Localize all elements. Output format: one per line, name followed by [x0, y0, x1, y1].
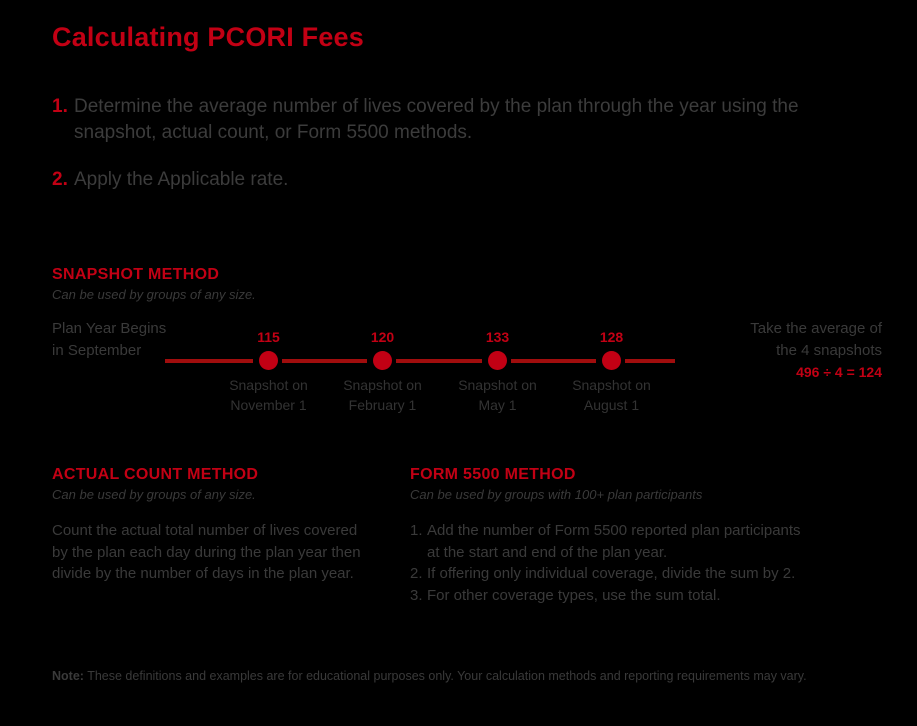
- timeline-average-callout: Take the average of the 4 snapshots 496 …: [682, 318, 882, 380]
- timeline-node-label-line2: November 1: [230, 397, 307, 413]
- timeline-node-label-line2: February 1: [348, 397, 417, 413]
- list-item-number: 3.: [410, 586, 423, 604]
- timeline-node: 133 Snapshot on May 1: [458, 329, 537, 413]
- timeline-track: 115 Snapshot on November 1 120 Snapshot …: [165, 329, 675, 413]
- timeline-node-value: 120: [370, 329, 395, 345]
- timeline-segment: [625, 359, 675, 363]
- list-item: 1. Determine the average number of lives…: [52, 94, 842, 146]
- average-instruction: Take the average of the 4 snapshots: [682, 318, 882, 362]
- snapshot-method-header: SNAPSHOT METHOD Can be used by groups of…: [52, 266, 256, 302]
- timeline-node-label-line1: Snapshot on: [343, 377, 422, 393]
- timeline-node-label-line1: Snapshot on: [229, 377, 308, 393]
- timeline-node-value: 128: [599, 329, 624, 345]
- timeline-node-value: 115: [257, 329, 280, 345]
- average-instruction-line2: the 4 snapshots: [776, 342, 882, 359]
- footer-note-text: These definitions and examples are for e…: [87, 669, 807, 683]
- timeline-node-label-line1: Snapshot on: [458, 377, 537, 393]
- list-item-text: Determine the average number of lives co…: [74, 96, 799, 143]
- timeline-node: 128 Snapshot on August 1: [572, 329, 651, 413]
- snapshot-timeline: Plan Year Begins in September 115 Snapsh…: [52, 318, 882, 413]
- section-subheading: Can be used by groups of any size.: [52, 487, 256, 502]
- section-subheading: Can be used by groups with 100+ plan par…: [410, 487, 703, 502]
- plan-year-start-line1: Plan Year Begins: [52, 320, 167, 337]
- timeline-segment: [282, 359, 367, 363]
- timeline-node: 115 Snapshot on November 1: [229, 329, 308, 413]
- timeline-segment: [165, 359, 253, 363]
- timeline-node-value: 133: [485, 329, 510, 345]
- list-item: 1. Add the number of Form 5500 reported …: [410, 520, 810, 563]
- timeline-node-label-line1: Snapshot on: [572, 377, 651, 393]
- timeline-node-label-line2: August 1: [583, 397, 640, 413]
- timeline-node-label: Snapshot on November 1: [229, 375, 308, 415]
- section-subheading: Can be used by groups of any size.: [52, 287, 256, 302]
- timeline-node-label: Snapshot on May 1: [458, 375, 537, 415]
- list-item-number: 2.: [410, 565, 423, 582]
- plan-year-start-label: Plan Year Begins in September: [52, 318, 192, 362]
- timeline-node-label: Snapshot on August 1: [572, 375, 651, 415]
- form-5500-list: 1. Add the number of Form 5500 reported …: [410, 520, 810, 606]
- timeline-node-label: Snapshot on February 1: [343, 375, 422, 415]
- list-item: 3. For other coverage types, use the sum…: [410, 585, 810, 607]
- footer-note: Note: These definitions and examples are…: [52, 668, 892, 685]
- plan-year-start-line2: in September: [52, 342, 142, 359]
- timeline-node: 120 Snapshot on February 1: [343, 329, 422, 413]
- section-heading: SNAPSHOT METHOD: [52, 266, 220, 283]
- list-item-number: 1.: [52, 96, 68, 117]
- section-heading: FORM 5500 METHOD: [410, 466, 576, 483]
- section-heading: ACTUAL COUNT METHOD: [52, 466, 259, 483]
- list-item-text: For other coverage types, use the sum to…: [427, 586, 721, 604]
- average-instruction-line1: Take the average of: [750, 320, 882, 337]
- page-title: Calculating PCORI Fees: [52, 22, 364, 52]
- list-item-text: Add the number of Form 5500 reported pla…: [427, 522, 801, 561]
- list-item-text: Apply the Applicable rate.: [74, 169, 289, 190]
- list-item-number: 2.: [52, 169, 68, 190]
- form-5500-method-column: FORM 5500 METHOD Can be used by groups w…: [410, 466, 810, 606]
- list-item: 2. If offering only individual coverage,…: [410, 563, 810, 585]
- actual-count-body: Count the actual total number of lives c…: [52, 522, 361, 582]
- intro-list: 1. Determine the average number of lives…: [52, 94, 842, 214]
- list-item-text: If offering only individual coverage, di…: [427, 565, 796, 582]
- timeline-segment: [396, 359, 482, 363]
- footer-note-label: Note:: [52, 669, 84, 683]
- average-calculation: 496 ÷ 4 = 124: [796, 364, 882, 380]
- list-item-number: 1.: [410, 522, 423, 539]
- timeline-node-label-line2: May 1: [478, 397, 517, 413]
- timeline-segment: [511, 359, 596, 363]
- actual-count-method-column: ACTUAL COUNT METHOD Can be used by group…: [52, 466, 372, 585]
- list-item: 2. Apply the Applicable rate.: [52, 167, 842, 193]
